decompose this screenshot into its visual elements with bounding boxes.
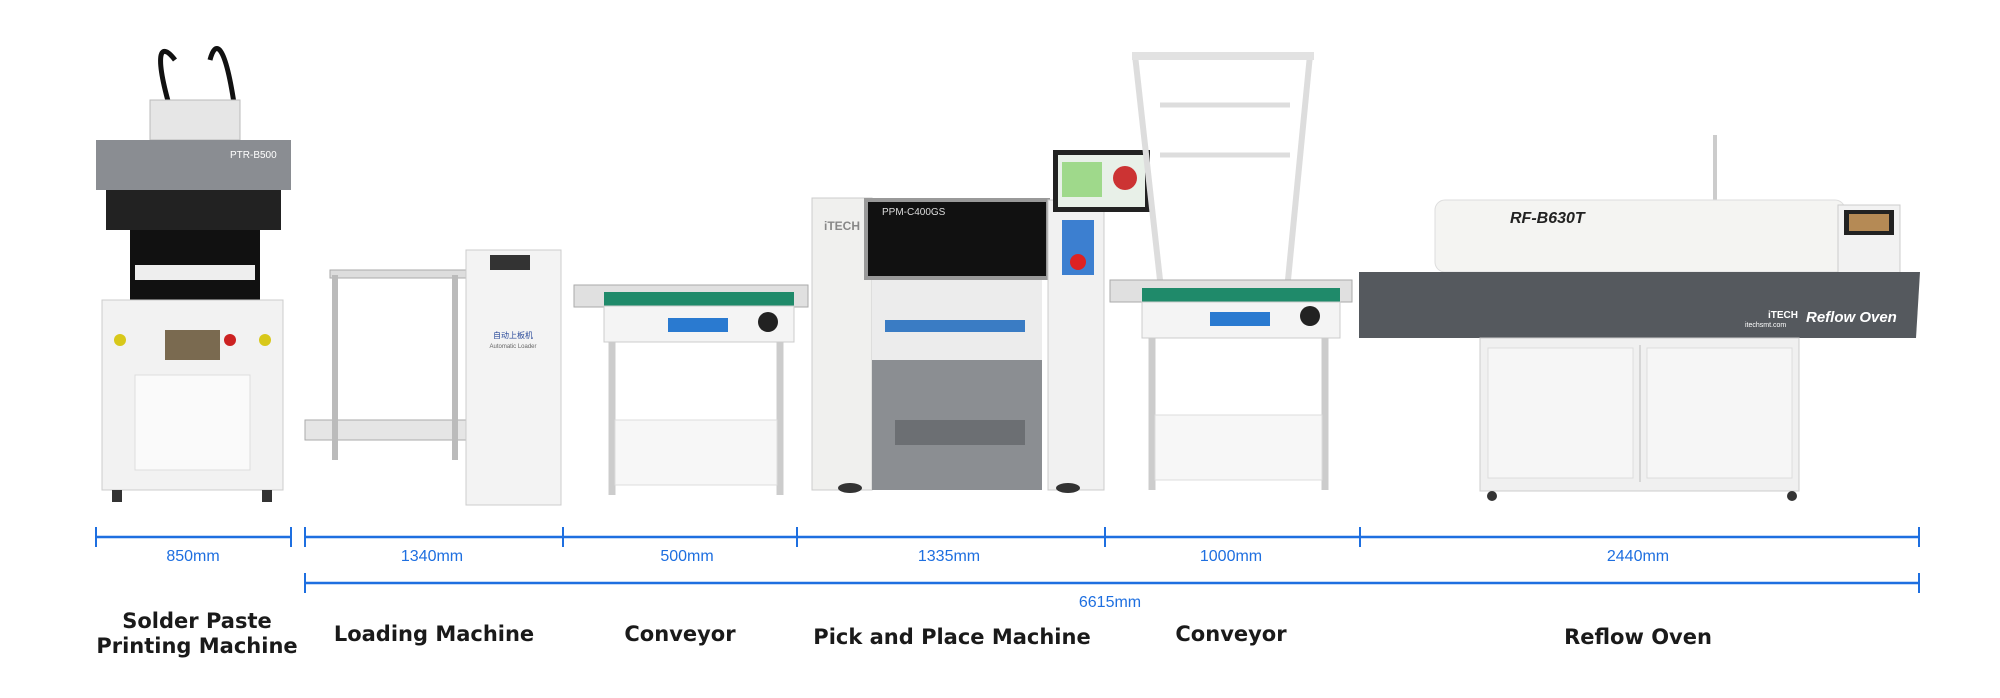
solder-paste-printer-image: PTR-B500 [96, 46, 291, 502]
oven-site-text: itechsmt.com [1745, 322, 1786, 329]
oven-model-text: RF-B630T [1510, 210, 1586, 227]
conveyor-2-width-label: 1000mm [1199, 548, 1263, 565]
loader-width-label: 1340mm [400, 548, 464, 565]
conveyor-1-width-label: 500mm [660, 548, 714, 565]
dimension-lines [95, 527, 1920, 593]
conveyor-1-name: Conveyor [624, 622, 736, 646]
conveyor-1-image [573, 284, 809, 495]
oven-brand-text: iTECH [1768, 310, 1798, 321]
pnp-name: Pick and Place Machine [813, 625, 1091, 649]
total-length-label: 6615mm [1078, 594, 1142, 611]
loader-name: Loading Machine [333, 622, 535, 646]
oven-badge-text: Reflow Oven [1806, 309, 1897, 326]
printer-width-label: 850mm [166, 548, 220, 565]
printer-name: Solder Paste Printing Machine [96, 609, 297, 659]
printer-model-text: PTR-B500 [230, 150, 277, 161]
conveyor-2-image [1109, 52, 1353, 490]
pnp-model-text: PPM-C400GS [882, 207, 946, 218]
pnp-brand-text: iTECH [824, 219, 860, 233]
loading-machine-image: 自动上板机 Automatic Loader [304, 249, 562, 506]
pnp-width-label: 1335mm [917, 548, 981, 565]
loader-panel-cn-text: 自动上板机 [493, 330, 533, 340]
printer-name-line2: Printing Machine [96, 634, 298, 658]
loader-panel-en-text: Automatic Loader [489, 344, 536, 350]
oven-width-label: 2440mm [1606, 548, 1670, 565]
reflow-oven-image: RF-B630T iTECH itechsmt.com Reflow Oven [1359, 135, 1920, 501]
conveyor-2-name: Conveyor [1175, 622, 1287, 646]
pick-and-place-image: iTECH PPM-C400GS [811, 150, 1150, 493]
oven-name: Reflow Oven [1564, 625, 1712, 649]
printer-name-line1: Solder Paste [122, 609, 272, 633]
